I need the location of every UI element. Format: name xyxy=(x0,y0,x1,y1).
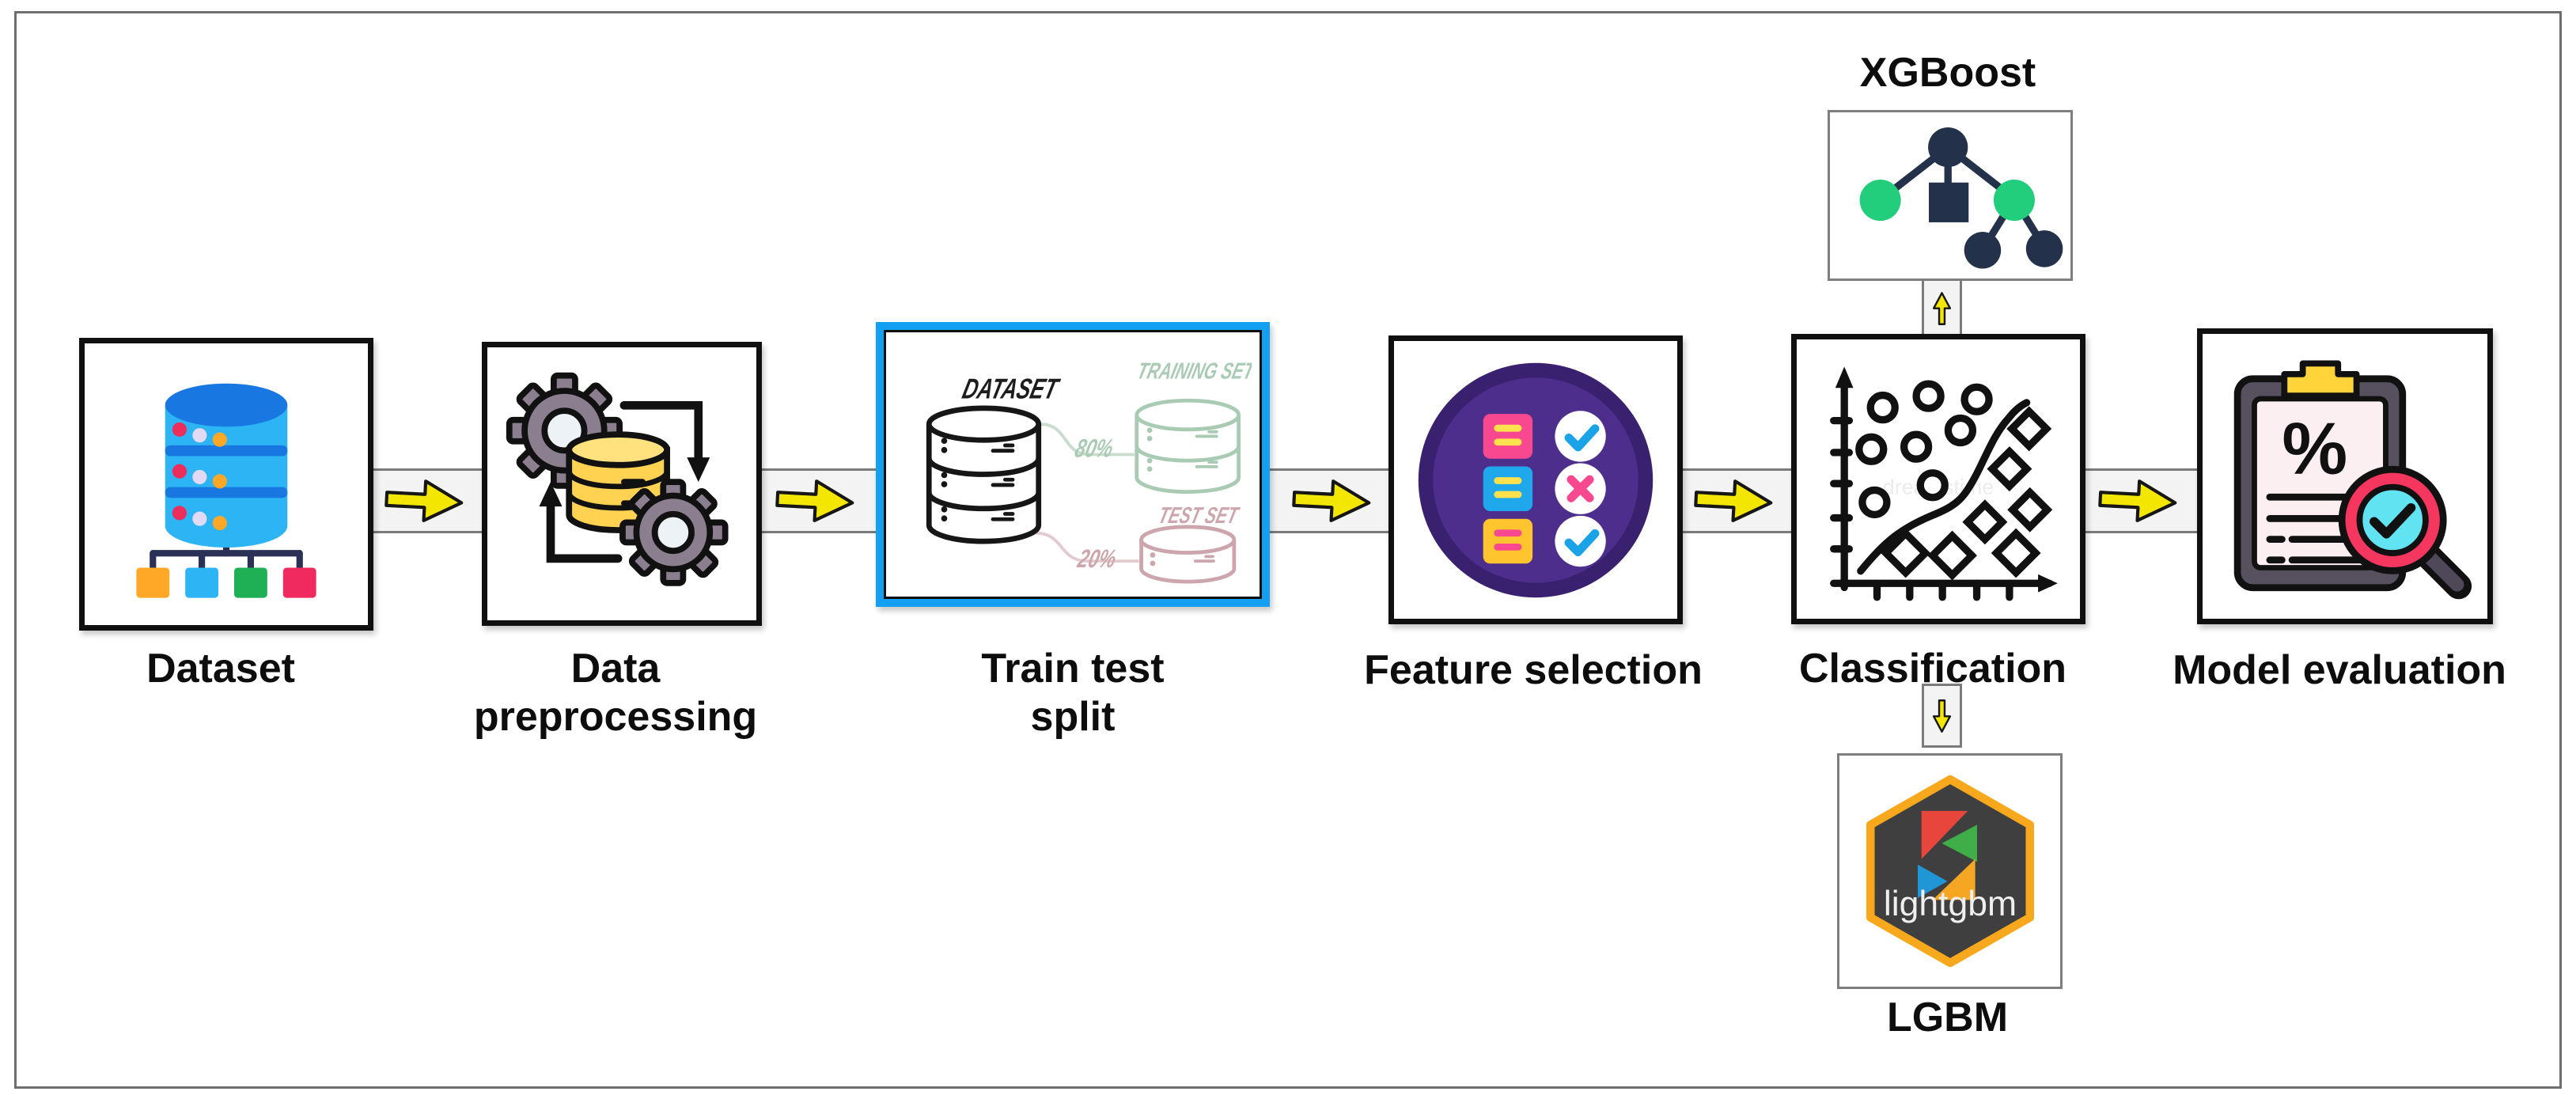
split-training-cylinder xyxy=(1135,398,1241,495)
lightgbm-logo-icon: lightgbm xyxy=(1866,775,2034,968)
figure-border xyxy=(14,11,2562,1089)
split-test-label: TEST SET xyxy=(1156,503,1242,528)
lgbm-connector xyxy=(1922,684,1962,748)
model-evaluation-box: % xyxy=(2197,328,2493,624)
xgboost-tree-icon xyxy=(1859,127,2063,269)
lgbm-box: lightgbm xyxy=(1837,753,2063,989)
x-icon xyxy=(1566,475,1594,502)
arrow-right-icon xyxy=(775,479,854,523)
train-test-split-icon: DATASET TRAINING SET xyxy=(926,359,1252,584)
arrow-up-icon xyxy=(1932,291,1952,325)
flow-connector-3 xyxy=(1266,468,1397,533)
check-icon xyxy=(2370,502,2416,539)
classification-box: dreamstime xyxy=(1791,334,2085,624)
database-icon xyxy=(136,383,316,598)
split-test-cylinder xyxy=(1139,525,1237,584)
arrow-right-icon xyxy=(2098,479,2177,523)
step-label-train-test-split: Train test split xyxy=(981,646,1165,740)
gears-database-icon xyxy=(506,372,729,586)
clipboard-clip xyxy=(2281,360,2360,399)
lightgbm-logo-text: lightgbm xyxy=(1883,885,2016,923)
feature-row-2 xyxy=(1483,463,1606,514)
split-training-label: TRAINING SET xyxy=(1135,359,1252,384)
feature-row-3 xyxy=(1483,515,1606,567)
train-test-split-box: DATASET TRAINING SET xyxy=(876,322,1270,607)
gear-bottom-right xyxy=(619,478,729,586)
check-icon xyxy=(1564,423,1600,451)
split-training-pct: 80% xyxy=(1072,434,1116,463)
flow-connector-1 xyxy=(358,468,491,533)
step-label-data-preprocessing: Data preprocessing xyxy=(473,646,758,740)
arrow-right-icon xyxy=(1694,479,1773,523)
train-test-split-inner: DATASET TRAINING SET xyxy=(884,330,1262,599)
split-test-pct: 20% xyxy=(1074,545,1119,574)
dataset-box xyxy=(79,338,373,631)
checklist-icon xyxy=(1418,362,1654,597)
decision-curve xyxy=(1857,398,2031,574)
lgbm-label: LGBM xyxy=(1886,995,2009,1040)
xgboost-box xyxy=(1828,110,2073,281)
flow-connector-4 xyxy=(1667,468,1800,533)
class-circles xyxy=(1855,379,1993,518)
check-icon xyxy=(1564,529,1600,556)
step-label-feature-selection: Feature selection xyxy=(1364,647,1703,693)
report-magnifier-icon: % xyxy=(2233,360,2472,600)
magnifier xyxy=(2338,465,2472,600)
step-label-model-evaluation: Model evaluation xyxy=(2173,647,2506,693)
arrow-right-icon xyxy=(385,479,464,523)
feature-row-1 xyxy=(1483,410,1606,462)
flow-connector-5 xyxy=(2070,468,2206,533)
data-preprocessing-box xyxy=(482,342,762,626)
step-label-dataset: Dataset xyxy=(146,646,295,692)
class-diamonds xyxy=(1881,405,2053,581)
arrow-right-icon xyxy=(1292,479,1371,523)
percent-symbol: % xyxy=(2282,407,2347,490)
flow-connector-2 xyxy=(745,468,885,533)
xgboost-label: XGBoost xyxy=(1859,50,2036,96)
split-dataset-label: DATASET xyxy=(960,373,1063,404)
scatter-plot-icon: dreamstime xyxy=(1830,366,2058,601)
arrow-down-icon xyxy=(1932,699,1952,733)
xgboost-connector xyxy=(1922,275,1962,341)
feature-selection-box xyxy=(1388,335,1683,624)
